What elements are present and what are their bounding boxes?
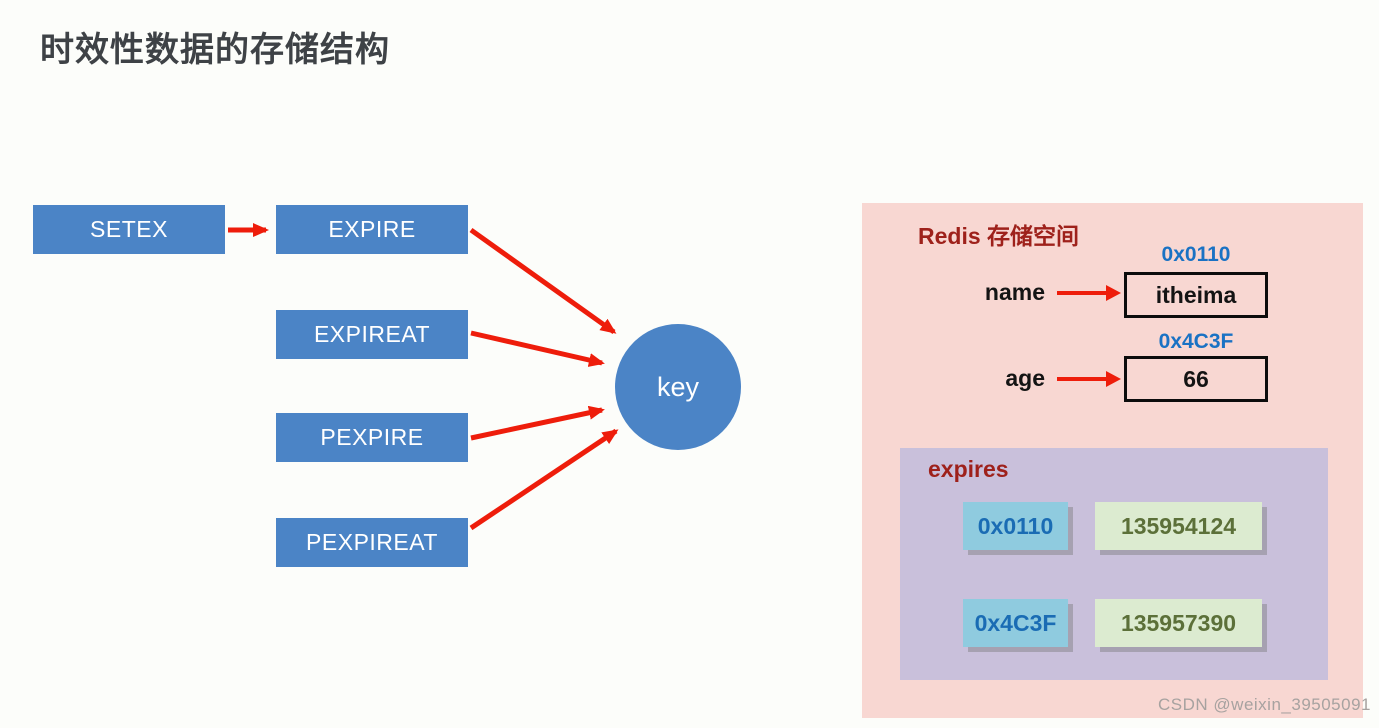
arrow-pexpireat-to-key-icon (469, 428, 619, 531)
expires-address-1: 0x4C3F (963, 599, 1068, 647)
flow-node-expire: EXPIRE (276, 205, 468, 254)
flow-node-pexpireat: PEXPIREAT (276, 518, 468, 567)
page-title: 时效性数据的存储结构 (40, 31, 390, 69)
flow-node-expireat: EXPIREAT (276, 310, 468, 359)
expires-address-0: 0x0110 (963, 502, 1068, 550)
expires-timestamp-1: 135957390 (1095, 599, 1262, 647)
redis-storage-title: Redis 存储空间 (918, 223, 1080, 249)
value-box-name: itheima (1124, 272, 1268, 318)
value-box-age: 66 (1124, 356, 1268, 402)
flow-node-pexpire: PEXPIRE (276, 413, 468, 462)
watermark: CSDN @weixin_39505091 (1158, 695, 1371, 714)
expires-title: expires (928, 456, 1009, 482)
redis-storage-panel: Redis 存储空间 0x0110 name itheima 0x4C3F ag… (862, 203, 1363, 718)
flow-node-key: key (615, 324, 741, 450)
arrow-expire-to-key-icon (469, 227, 617, 335)
expires-timestamp-0: 135954124 (1095, 502, 1262, 550)
key-label-name: name (984, 279, 1045, 305)
arrow-age-to-value-icon (1057, 371, 1121, 387)
address-label-age: 0x4C3F (1158, 330, 1234, 353)
flow-node-setex: SETEX (33, 205, 225, 254)
arrow-expireat-to-key-icon (470, 330, 605, 367)
arrow-pexpire-to-key-icon (470, 405, 605, 441)
expires-panel: expires 0x0110 135954124 0x4C3F 13595739… (900, 448, 1328, 680)
arrow-name-to-value-icon (1057, 285, 1121, 301)
address-label-name: 0x0110 (1161, 243, 1231, 266)
key-label-age: age (1005, 365, 1045, 391)
